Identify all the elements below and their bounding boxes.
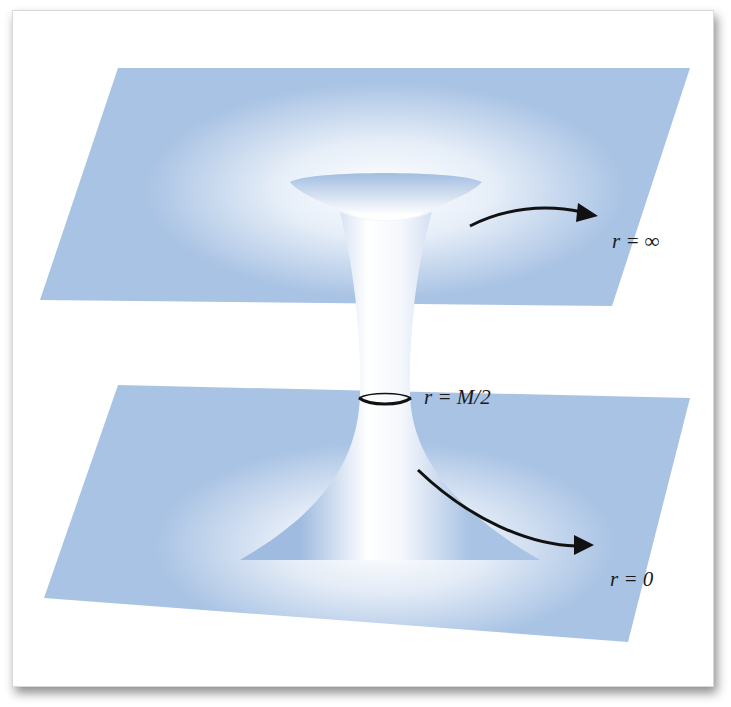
coordinate-label: r = 0 bbox=[610, 568, 653, 591]
funnel-mouth bbox=[290, 173, 482, 220]
arrow-head bbox=[576, 203, 598, 222]
funnel-neck bbox=[340, 212, 432, 395]
throat-ring bbox=[359, 398, 411, 404]
coordinate-label: r = M/2 bbox=[424, 386, 491, 409]
throat-ring-back bbox=[359, 394, 411, 399]
pointer-arrow bbox=[418, 470, 576, 546]
arrow-head bbox=[574, 535, 594, 555]
pointer-arrow bbox=[470, 208, 582, 226]
coordinate-label: r = ∞ bbox=[612, 230, 660, 253]
